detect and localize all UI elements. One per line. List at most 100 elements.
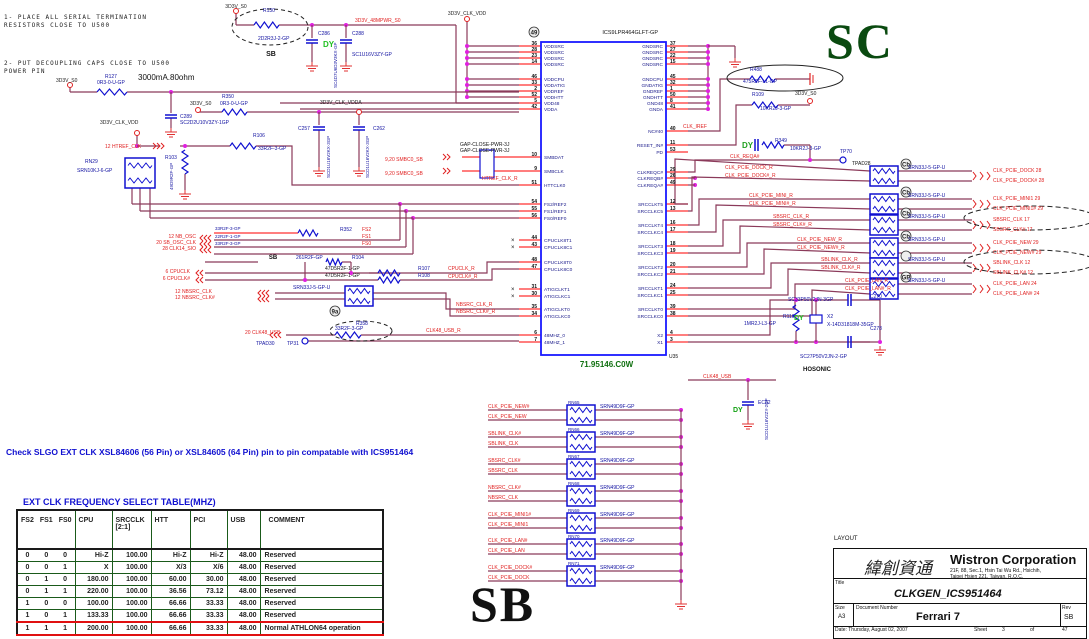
- freq-table-cell: 66.66: [150, 597, 191, 610]
- pin-name: GNDSRC: [642, 62, 663, 68]
- wire: [688, 198, 870, 226]
- pin-name: VDDREF: [544, 89, 564, 95]
- col-srcclk: SRCCLK [2:1]: [111, 510, 152, 550]
- pin-number: 44: [531, 235, 537, 241]
- testpoint-icon: [301, 337, 309, 345]
- freq-table-cell: X/3: [150, 561, 191, 574]
- title-block: LAYOUT 緯創資通 Wistron Corporation 21F, 88,…: [833, 536, 1087, 639]
- junction-dot: [794, 298, 798, 302]
- badge-icon: [329, 305, 341, 317]
- pin-name: SRCCLKT2: [638, 265, 663, 271]
- net-label: SBSRC_CLK#: [488, 458, 521, 464]
- badge-icon: [900, 207, 912, 219]
- pin-number: 24: [670, 283, 676, 289]
- net-label: CLK_PCIE_MINI#_R: [749, 201, 796, 207]
- power-label: 3D3V_S0: [795, 91, 817, 97]
- offpage-connector-icon: [986, 199, 991, 209]
- freq-table-cell: 33.33: [189, 597, 228, 610]
- ref-label: RN66: [568, 427, 580, 432]
- pin-name: SRCCLKT3: [638, 244, 663, 250]
- company-logo: 緯創資通 Wistron Corporation 21F, 88, Sec.1,…: [834, 549, 1086, 580]
- freq-table-cell: 66.66: [150, 621, 191, 636]
- net-label: CLK_PCIE_LAN: [488, 548, 525, 554]
- ref-label: C278: [870, 326, 882, 332]
- sheet-title: CLKGEN_ICS951464: [894, 588, 1002, 600]
- net-label: CLK_PCIE_LAN#_R: [845, 286, 891, 292]
- resistor-symbol: [872, 280, 896, 288]
- pin-name: CPUCLK8T1: [544, 238, 572, 244]
- pin-name: ATIGCLKC0: [544, 314, 571, 320]
- wire: [688, 289, 871, 317]
- pin-number: 2: [534, 86, 537, 92]
- pin-number: 29: [670, 167, 676, 173]
- pin-name: VDDCPU: [544, 77, 565, 83]
- resistor-symbol: [872, 177, 896, 185]
- pin-name: VDDHTT: [544, 95, 564, 101]
- junction-dot: [183, 144, 187, 148]
- junction-dot: [706, 77, 710, 81]
- pin-number: 47: [531, 264, 537, 270]
- value-label: GAP-CLOSE-PWR-3J: [460, 148, 510, 154]
- pin-number: 37: [670, 41, 676, 47]
- offpage-connector-icon: [152, 142, 157, 150]
- wire: [688, 159, 840, 173]
- address-line-1: 21F, 88, Sec.1, Hsin Tai Wu Rd., Hsichih…: [950, 568, 1041, 574]
- junction-dot: [706, 95, 710, 99]
- net-label: CLK_IREF: [683, 124, 707, 130]
- address-line-2: Taipei Hsien 221, Taiwan, R.O.C.: [950, 574, 1024, 580]
- ref-label: C289: [180, 114, 192, 120]
- resistor-symbol: [872, 269, 896, 277]
- col-pci: PCI: [189, 510, 228, 550]
- pin-number: 7: [534, 337, 537, 343]
- offpage-connector-icon: [979, 171, 984, 181]
- docnum-label: Document Number: [856, 605, 898, 611]
- junction-dot: [465, 62, 469, 66]
- resistor-symbol: [569, 460, 593, 468]
- pin-number: 38: [670, 311, 676, 317]
- pin-name: CPUCLK8C1: [544, 245, 573, 251]
- freq-table-cell: Normal ATHLON64 operation: [259, 621, 383, 636]
- pin-name: CPUCLK8T0: [544, 260, 572, 266]
- offpage-connector-icon: [195, 276, 200, 284]
- pin-name: SMBDAT: [544, 155, 564, 161]
- junction-dot: [349, 271, 353, 275]
- pin-name: SRCCLKT1: [638, 286, 663, 292]
- net-label: FS1: [362, 234, 371, 240]
- pin-number: 12: [670, 199, 676, 205]
- ref-label: RN29: [85, 159, 98, 165]
- pin-number: 11: [670, 140, 676, 146]
- net-label: CLK_PCIE_LAN# 24: [993, 291, 1040, 297]
- ref-label: R104: [352, 255, 364, 261]
- gap-jumper: [479, 149, 495, 179]
- rev-value: SB: [1064, 614, 1074, 621]
- offpage-connector-icon: [446, 153, 451, 161]
- pin-name: PD: [656, 150, 663, 156]
- freq-table-cell: Hi-Z: [189, 549, 228, 562]
- freq-table-cell: 1: [36, 573, 56, 586]
- net-label: CLK_PCIE_MINI1 29: [993, 196, 1040, 202]
- net-label: TPAD30: [256, 341, 275, 347]
- dy-mark: DY: [323, 40, 335, 49]
- freq-table-cell: 73.12: [189, 585, 228, 598]
- junction-dot: [706, 107, 710, 111]
- pin-name: X1: [657, 340, 663, 346]
- offpage-connector-icon: [207, 234, 212, 242]
- power-label: 3D3V_S0: [225, 4, 247, 10]
- freq-table-cell: 48.00: [226, 597, 261, 610]
- offpage-connector-icon: [269, 331, 274, 339]
- company-name: Wistron Corporation: [950, 552, 1077, 567]
- junction-dot: [465, 50, 469, 54]
- net-label: SBLINK_CLK# 12: [993, 270, 1033, 276]
- wire: [674, 158, 871, 205]
- value-label: 261R2F-GP: [296, 255, 323, 261]
- pin-number: 55: [531, 206, 537, 212]
- pin-number: 50: [670, 92, 676, 98]
- resistor-r488: [749, 74, 776, 84]
- ref-label: C257: [298, 126, 310, 132]
- net-label: CLK_PCIE_LAN#: [488, 538, 528, 544]
- title-label: Title: [835, 580, 845, 586]
- layout-label: LAYOUT: [834, 536, 858, 542]
- net-label: SBSRC_CLK# 17: [993, 227, 1033, 233]
- badge-label: 9a: [332, 310, 339, 316]
- pin-number: 25: [670, 290, 676, 296]
